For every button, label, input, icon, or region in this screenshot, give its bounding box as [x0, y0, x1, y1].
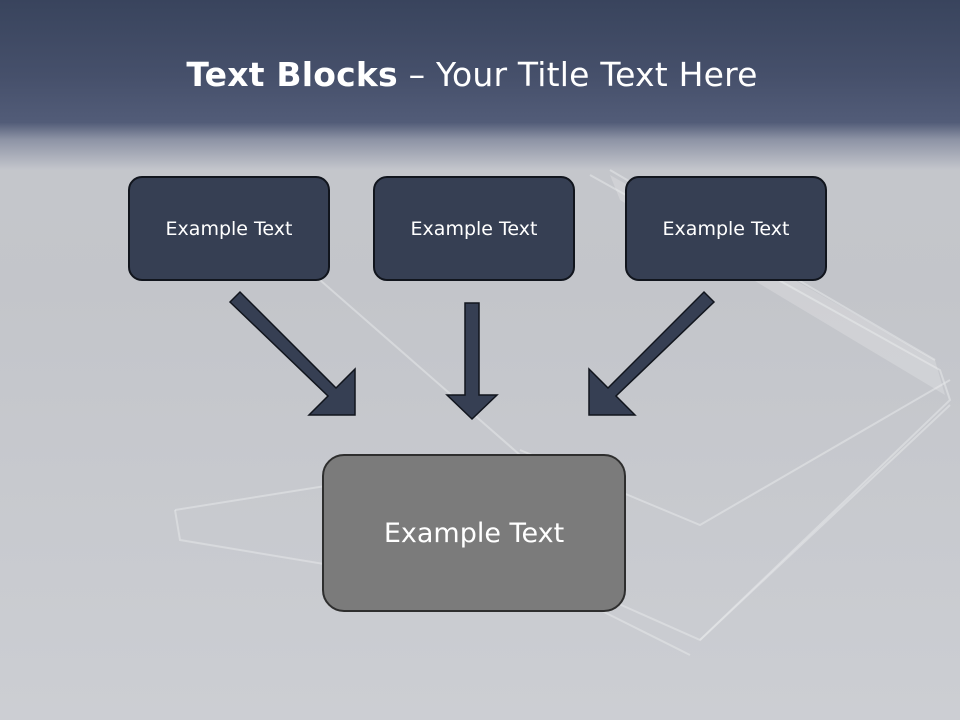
header-band — [0, 0, 960, 170]
target-block[interactable]: Example Text — [322, 454, 626, 612]
arrow-diagonal-left-icon — [588, 290, 716, 416]
title-bold: Text Blocks — [186, 55, 398, 94]
target-block-label: Example Text — [383, 517, 565, 549]
text-block-center-label: Example Text — [410, 217, 538, 240]
text-block-right[interactable]: Example Text — [625, 176, 827, 281]
title-rest: Your Title Text Here — [436, 55, 758, 94]
text-block-right-label: Example Text — [662, 217, 790, 240]
text-block-center[interactable]: Example Text — [373, 176, 575, 281]
arrow-diagonal-right-icon — [228, 290, 356, 416]
text-block-left-label: Example Text — [165, 217, 293, 240]
arrow-down-icon — [445, 302, 499, 421]
text-block-left[interactable]: Example Text — [128, 176, 330, 281]
slide-title: Text Blocks – Your Title Text Here — [0, 52, 944, 98]
title-separator: – — [408, 55, 426, 94]
